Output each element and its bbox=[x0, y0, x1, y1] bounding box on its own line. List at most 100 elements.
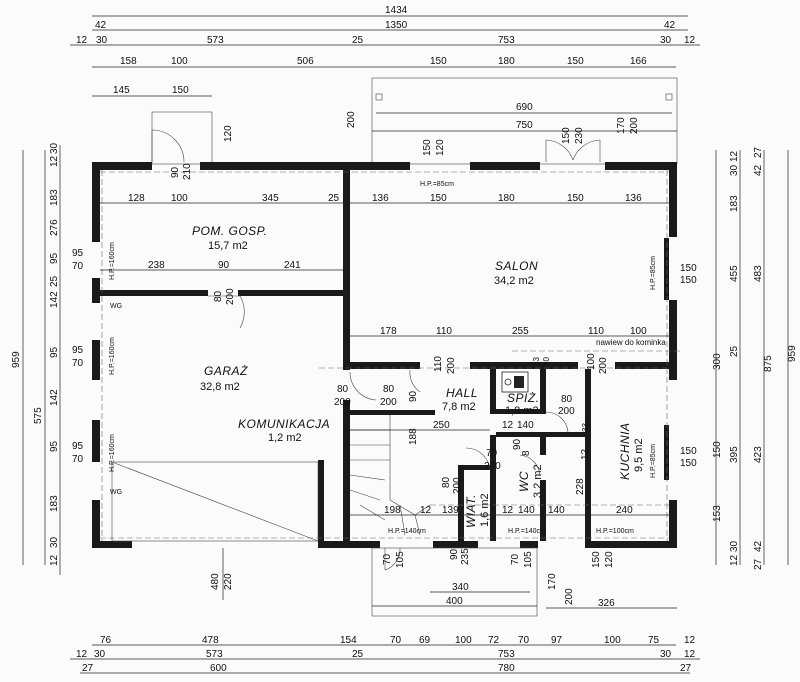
room-pom-gosp-name: POM. GOSP. bbox=[192, 224, 267, 238]
dim-top-573: 573 bbox=[207, 35, 224, 46]
room-spiz-name: SPIŻ. bbox=[507, 391, 540, 405]
dim-right-483: 483 bbox=[753, 265, 764, 282]
dim-right-875: 875 bbox=[763, 355, 774, 372]
dim-right-959: 959 bbox=[787, 345, 798, 362]
dim-bot-27a: 27 bbox=[82, 663, 94, 674]
dim-int-188: 188 bbox=[408, 428, 419, 445]
dim-right-12b: 12 bbox=[729, 554, 740, 566]
dim-int-90: 90 bbox=[170, 166, 181, 178]
dim-int-80w: 80 bbox=[441, 476, 452, 488]
garage-door-outline bbox=[111, 461, 319, 542]
dim-int-140s: 140 bbox=[517, 420, 534, 431]
room-hall-area: 7,8 m2 bbox=[442, 401, 476, 413]
dim-int-100b: 100 bbox=[630, 326, 647, 337]
dim-int-25: 25 bbox=[328, 193, 340, 204]
note-hp160-c: H.P.=160cm bbox=[109, 434, 116, 472]
dim-int-480: 480 bbox=[210, 573, 221, 590]
dim-int-240: 240 bbox=[616, 505, 633, 516]
dim-int-200k: 200 bbox=[598, 357, 609, 374]
dim-int-200c: 200 bbox=[558, 406, 575, 417]
note-hp85-top: H.P.=85cm bbox=[420, 181, 454, 188]
dim-int-140b: 140 bbox=[548, 505, 565, 516]
dim-top-150c: 150 bbox=[172, 85, 189, 96]
dim-top-150d: 150 bbox=[561, 127, 572, 144]
dim-top-506: 506 bbox=[297, 56, 314, 67]
dim-top-690: 690 bbox=[516, 102, 533, 113]
dim-bot-69: 69 bbox=[419, 635, 431, 646]
bottom-dimensions: 76 478 154 70 69 100 72 70 97 100 75 12 … bbox=[70, 635, 700, 674]
dim-bot-25: 25 bbox=[352, 649, 364, 660]
dim-right-300: 300 bbox=[712, 353, 723, 370]
dim-bot-72: 72 bbox=[488, 635, 500, 646]
dim-int-136b: 136 bbox=[625, 193, 642, 204]
dim-bot-27b: 27 bbox=[680, 663, 692, 674]
dim-left-95a: 95 bbox=[49, 252, 60, 264]
dim-right-150b: 150 bbox=[680, 275, 697, 286]
note-hp160-a: H.P.=160cm bbox=[109, 242, 116, 280]
dim-int-90b: 90 bbox=[218, 260, 230, 271]
dim-top-1350: 1350 bbox=[385, 20, 408, 31]
dim-left-95c: 95 bbox=[49, 440, 60, 452]
dim-int-345: 345 bbox=[262, 193, 279, 204]
dim-int-400: 400 bbox=[446, 596, 463, 607]
dim-int-80c: 80 bbox=[561, 394, 573, 405]
dim-top-753: 753 bbox=[498, 35, 515, 46]
dim-left-142a: 142 bbox=[49, 291, 60, 308]
dim-bot-97: 97 bbox=[551, 635, 563, 646]
dim-int-200b: 200 bbox=[380, 397, 397, 408]
dim-right-12a: 12 bbox=[729, 150, 740, 162]
note-hp85-right: H.P.=85cm bbox=[650, 256, 657, 290]
dim-int-105f: 105 bbox=[523, 551, 534, 568]
window-notes: H.P.=85cm H.P.=160cm H.P.=160cm H.P.=160… bbox=[109, 181, 680, 535]
dim-int-178: 178 bbox=[380, 326, 397, 337]
dim-bot-600: 600 bbox=[210, 663, 227, 674]
dim-int-250: 250 bbox=[433, 420, 450, 431]
room-kuchnia-name: KUCHNIA bbox=[618, 422, 632, 480]
dim-bot-30a: 30 bbox=[94, 649, 106, 660]
dim-int-12s: 12 bbox=[502, 420, 514, 431]
dim-int-33b: 33 bbox=[581, 423, 590, 432]
room-komunikacja-name: KOMUNIKACJA bbox=[238, 417, 330, 431]
dim-left-183b: 183 bbox=[49, 495, 60, 512]
dim-top-158: 158 bbox=[120, 56, 137, 67]
dim-int-90w: 90 bbox=[512, 438, 523, 450]
dim-top-170: 170 bbox=[616, 117, 627, 134]
dim-int-228: 228 bbox=[575, 478, 586, 495]
dim-bot-154: 154 bbox=[340, 635, 357, 646]
dim-right-150c: 150 bbox=[712, 441, 723, 458]
room-salon-area: 34,2 m2 bbox=[494, 275, 534, 287]
dim-bot-30b: 30 bbox=[660, 649, 672, 660]
dim-top-166: 166 bbox=[630, 56, 647, 67]
room-kuchnia-area: 9,5 m2 bbox=[633, 438, 645, 472]
dim-left-276: 276 bbox=[49, 219, 60, 236]
dim-int-200f: 200 bbox=[564, 588, 575, 605]
dim-bot-12b: 12 bbox=[76, 649, 88, 660]
dim-right-455: 455 bbox=[729, 265, 740, 282]
note-hp100: H.P.=100cm bbox=[596, 528, 634, 535]
room-garaz-name: GARAŻ bbox=[204, 364, 248, 378]
dim-right-42a: 42 bbox=[753, 164, 764, 176]
dim-int-150a: 150 bbox=[422, 139, 433, 156]
room-komunikacja-area: 1,2 m2 bbox=[268, 432, 302, 444]
dim-int-110h: 110 bbox=[433, 356, 444, 372]
dim-left-70-w1: 70 bbox=[72, 261, 84, 272]
dim-bot-12c: 12 bbox=[684, 649, 696, 660]
dim-int-200: 200 bbox=[225, 288, 236, 305]
dim-bot-753: 753 bbox=[498, 649, 515, 660]
dim-int-180: 180 bbox=[498, 193, 515, 204]
dim-right-153: 153 bbox=[712, 505, 723, 522]
dim-top-230: 230 bbox=[574, 127, 585, 144]
dim-bot-780: 780 bbox=[498, 663, 515, 674]
dim-int-150c: 150 bbox=[567, 193, 584, 204]
dim-top-750: 750 bbox=[516, 120, 533, 131]
dim-right-423: 423 bbox=[753, 446, 764, 463]
dim-right-27b: 27 bbox=[753, 558, 764, 570]
dim-top-150a: 150 bbox=[430, 56, 447, 67]
dim-right-42b: 42 bbox=[753, 540, 764, 552]
dim-top-42-left: 42 bbox=[95, 20, 107, 31]
dim-left-12b: 12 bbox=[49, 554, 60, 566]
dim-int-105e: 105 bbox=[395, 551, 406, 568]
dim-int-200h: 200 bbox=[446, 357, 457, 374]
door-swings bbox=[151, 129, 601, 571]
